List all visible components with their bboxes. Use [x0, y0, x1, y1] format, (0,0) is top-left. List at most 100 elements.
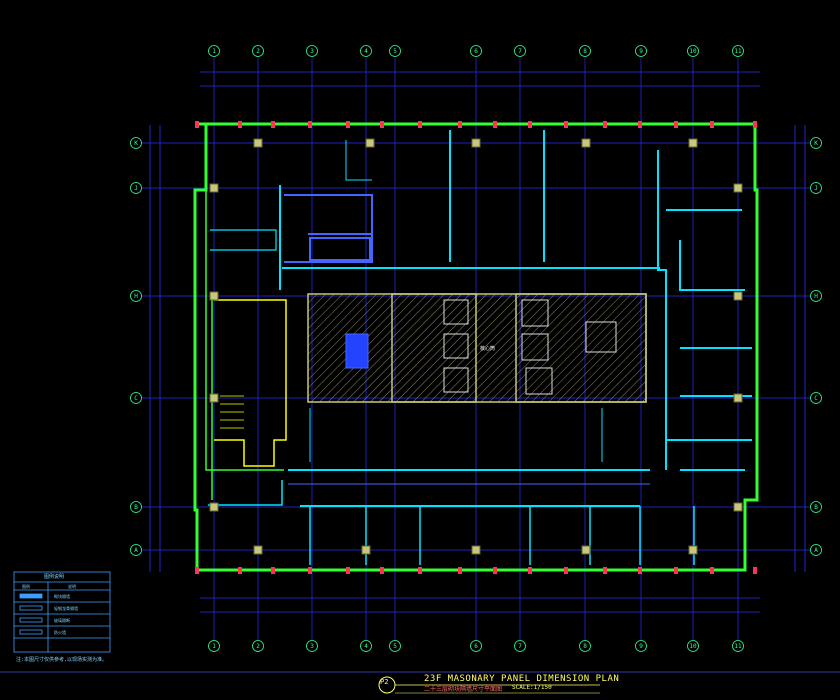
- grid-bubble: [389, 640, 401, 652]
- facade-marker: [528, 567, 532, 574]
- interior-walls: [205, 130, 752, 565]
- facade-marker: [493, 121, 497, 128]
- grid-label-row: A: [814, 547, 818, 554]
- legend-item: 轻钢龙骨隔墙: [54, 606, 78, 611]
- legend-item: 防火墙: [54, 630, 66, 635]
- column: [471, 545, 481, 555]
- grid-bubble: [810, 182, 822, 194]
- facade-marker: [493, 567, 497, 574]
- facade-marker: [753, 121, 757, 128]
- grid-label-column: 9: [639, 643, 643, 650]
- grid-label-row: H: [134, 293, 138, 300]
- grid-label-row: K: [134, 140, 138, 147]
- grid-label-column: 6: [474, 48, 478, 55]
- facade-marker: [458, 121, 462, 128]
- grid-bubble: [687, 640, 699, 652]
- grid-label-column: 11: [734, 48, 742, 55]
- grid-bubble: [306, 45, 318, 57]
- facade-marker: [308, 121, 312, 128]
- column: [581, 138, 591, 148]
- grid-label-row: J: [814, 185, 818, 192]
- grid-label-row: J: [134, 185, 138, 192]
- grid-label-column: 7: [518, 48, 522, 55]
- facade-marker: [458, 567, 462, 574]
- column: [253, 545, 263, 555]
- stair: [214, 299, 287, 467]
- grid-label-column: 10: [689, 643, 697, 650]
- column: [209, 502, 219, 512]
- grid-bubble: [514, 640, 526, 652]
- core-area: 核心筒: [307, 293, 647, 403]
- column: [733, 183, 743, 193]
- facade-marker: [603, 121, 607, 128]
- grid-label-column: 3: [310, 48, 314, 55]
- facade-marker: [195, 567, 199, 574]
- drawing-title-cn: 二十三层砌块隔墙尺寸平面图: [424, 686, 503, 693]
- grid-bubble: [208, 640, 220, 652]
- grid-bubble: [579, 640, 591, 652]
- column: [688, 545, 698, 555]
- dimension-lines: [149, 71, 806, 613]
- grid-label-column: 8: [583, 48, 587, 55]
- grid-label-row: A: [134, 547, 138, 554]
- column: [733, 291, 743, 301]
- grid-bubble: [635, 45, 647, 57]
- column: [209, 393, 219, 403]
- grid-bubble: [130, 182, 142, 194]
- grid-label-column: 1: [212, 48, 216, 55]
- column: [733, 502, 743, 512]
- facade-marker: [564, 121, 568, 128]
- facade-marker: [380, 121, 384, 128]
- grid-bubble: [389, 45, 401, 57]
- grid-label-column: 9: [639, 48, 643, 55]
- sheet-number: P2: [380, 678, 389, 686]
- core-label: 核心筒: [480, 345, 495, 352]
- grid-label-row: B: [814, 504, 818, 511]
- column: [361, 545, 371, 555]
- grid-label-column: 10: [689, 48, 697, 55]
- grid-bubble: [732, 640, 744, 652]
- grid-bubble: [360, 45, 372, 57]
- column: [253, 138, 263, 148]
- grid-bubble: [470, 640, 482, 652]
- grid-bubble: [360, 640, 372, 652]
- facade-marker: [674, 121, 678, 128]
- facade-marker: [308, 567, 312, 574]
- grid-bubble: [732, 45, 744, 57]
- facade-marker: [271, 567, 275, 574]
- grid-label-column: 2: [256, 48, 260, 55]
- facade-marker: [528, 121, 532, 128]
- legend-header-symbol: 图例: [22, 584, 30, 589]
- facade-markers: [195, 121, 757, 574]
- grid-bubble: [514, 45, 526, 57]
- legend-note: 注:本图尺寸仅供参考,以现场实测为准。: [16, 657, 108, 663]
- drawing-scale: SCALE:1/150: [512, 684, 552, 691]
- facade-marker: [380, 567, 384, 574]
- grid-bubble: [579, 45, 591, 57]
- grid-bubble: [130, 290, 142, 302]
- column: [365, 138, 375, 148]
- column: [581, 545, 591, 555]
- facade-marker: [638, 121, 642, 128]
- grid-bubble: [252, 45, 264, 57]
- grid-label-column: 5: [393, 48, 397, 55]
- grid-bubble: [810, 544, 822, 556]
- facade-marker: [603, 567, 607, 574]
- grid-bubble: [810, 501, 822, 513]
- grid-label-row: B: [134, 504, 138, 511]
- facade-marker: [238, 121, 242, 128]
- grid-bubble: [635, 640, 647, 652]
- facade-marker: [638, 567, 642, 574]
- sheet-symbol: [378, 676, 600, 694]
- facade-marker: [674, 567, 678, 574]
- facade-marker: [418, 121, 422, 128]
- grid-label-column: 5: [393, 643, 397, 650]
- grid-bubble: [130, 544, 142, 556]
- legend-item: 砌块隔墙: [54, 594, 70, 599]
- facade-marker: [753, 567, 757, 574]
- legend-item: 玻璃隔断: [54, 618, 70, 623]
- grid-label-column: 2: [256, 643, 260, 650]
- column: [209, 291, 219, 301]
- grid-label-column: 11: [734, 643, 742, 650]
